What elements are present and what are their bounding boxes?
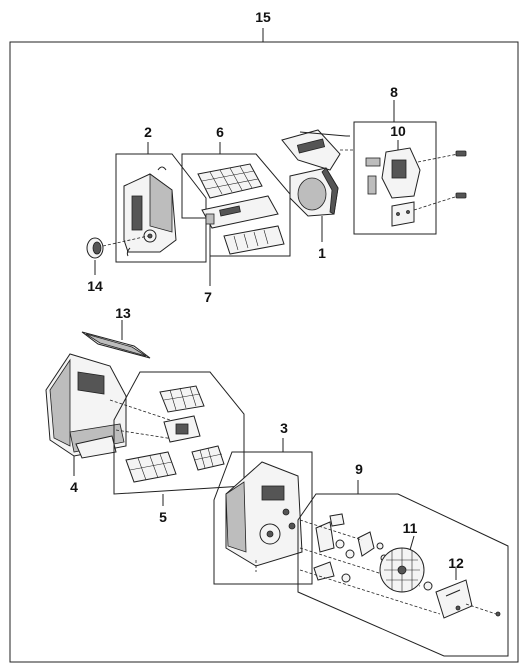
- part-8-group: 8 10: [340, 84, 467, 235]
- callout-3: 3: [280, 420, 288, 436]
- callout-9: 9: [355, 461, 363, 477]
- part-4-case: 4: [45, 353, 181, 495]
- callout-13: 13: [115, 305, 131, 321]
- part-2-group: 2: [115, 124, 207, 263]
- part-9-group: 9 11 12: [297, 461, 509, 657]
- part-1-blower: 1: [281, 129, 350, 261]
- callout-8: 8: [390, 84, 398, 100]
- part-3-group: 3: [213, 420, 313, 585]
- callout-5: 5: [159, 509, 167, 525]
- callout-1: 1: [318, 245, 326, 261]
- assembly-frame: [9, 41, 519, 663]
- part-5-group: 5: [113, 371, 245, 525]
- callout-11: 11: [403, 520, 418, 536]
- part-14-knob: 14: [86, 235, 149, 294]
- callout-15: 15: [255, 9, 271, 25]
- callout-7: 7: [204, 289, 212, 305]
- part-6-group: 6 7: [181, 124, 291, 305]
- callout-14: 14: [87, 278, 103, 294]
- callout-4: 4: [70, 479, 78, 495]
- callout-12: 12: [448, 555, 464, 571]
- part-13-filter: 13: [81, 305, 151, 359]
- callout-6: 6: [216, 124, 224, 140]
- callout-2: 2: [144, 124, 152, 140]
- callout-10: 10: [390, 123, 406, 139]
